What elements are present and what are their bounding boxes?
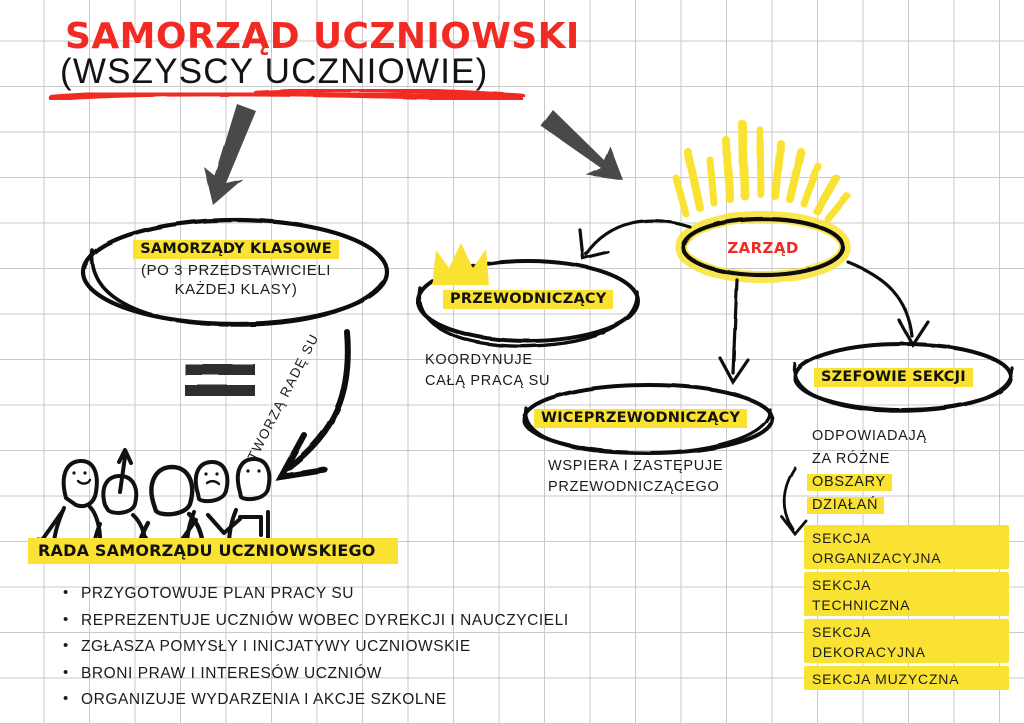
- chairman-label-text: PRZEWODNICZĄCY: [443, 290, 614, 309]
- vice-chairman-caption-line2: PRZEWODNICZĄCEGO: [548, 479, 720, 495]
- connector-label-forms-council: TWORZĄ RADĘ SU: [244, 331, 322, 463]
- section-3-line1: SEKCJA MUZYCZNA: [812, 671, 960, 687]
- chairman-caption-line2: CAŁĄ PRACĄ SU: [425, 373, 551, 389]
- list-item[interactable]: SEKCJA MUZYCZNA: [804, 666, 1012, 690]
- node-section-heads[interactable]: SZEFOWIE SEKCJI: [814, 366, 973, 387]
- class-councils-sub2: KAŻDEJ KLASY): [174, 281, 298, 298]
- class-councils-label: SAMORZĄDY KLASOWE: [120, 238, 352, 259]
- list-item: ORGANIZUJE WYDARZENIA I AKCJE SZKOLNE: [63, 686, 569, 714]
- council-duties-list: PRZYGOTOWUJE PLAN PRACY SU REPREZENTUJE …: [63, 580, 569, 714]
- section-2-line2: DEKORACYJNA: [812, 644, 926, 660]
- section-heads-caption-line1: ODPOWIADAJĄ: [812, 428, 927, 444]
- list-item[interactable]: SEKCJA DEKORACYJNA: [804, 619, 1012, 663]
- vice-chairman-caption: WSPIERA I ZASTĘPUJE PRZEWODNICZĄCEGO: [548, 456, 723, 498]
- section-0-line1: SEKCJA: [812, 530, 872, 546]
- student-council-label-text: RADA SAMORZĄDU UCZNIOWSKIEGO: [28, 538, 398, 564]
- list-item[interactable]: SEKCJA ORGANIZACYJNA: [804, 525, 1012, 569]
- list-item[interactable]: SEKCJA TECHNICZNA: [804, 572, 1012, 616]
- sections-list: SEKCJA ORGANIZACYJNA SEKCJA TECHNICZNA S…: [804, 525, 1012, 696]
- section-heads-caption: ODPOWIADAJĄ ZA RÓŻNE OBSZARY DZIAŁAŃ: [807, 425, 927, 517]
- section-heads-label-text: SZEFOWIE SEKCJI: [814, 368, 973, 387]
- chairman-caption-line1: KOORDYNUJE: [425, 352, 533, 368]
- class-councils-sub1: (PO 3 PRZEDSTAWICIELI: [140, 262, 332, 279]
- section-heads-caption-line3: OBSZARY: [807, 474, 892, 491]
- node-chairman[interactable]: PRZEWODNICZĄCY: [443, 288, 614, 309]
- section-2-line1: SEKCJA: [812, 624, 872, 640]
- section-1-line1: SEKCJA: [812, 577, 872, 593]
- chairman-caption: KOORDYNUJE CAŁĄ PRACĄ SU: [425, 350, 550, 392]
- class-councils-label-text: SAMORZĄDY KLASOWE: [133, 240, 339, 259]
- node-vice-chairman[interactable]: WICEPRZEWODNICZĄCY: [534, 407, 748, 428]
- vice-chairman-label-text: WICEPRZEWODNICZĄCY: [534, 409, 748, 428]
- node-board[interactable]: ZARZĄD: [683, 238, 843, 257]
- section-heads-caption-line4: DZIAŁAŃ: [807, 497, 885, 514]
- node-student-council[interactable]: RADA SAMORZĄDU UCZNIOWSKIEGO: [28, 538, 398, 564]
- list-item: ZGŁASZA POMYSŁY I INICJATYWY UCZNIOWSKIE: [63, 633, 569, 661]
- vice-chairman-caption-line1: WSPIERA I ZASTĘPUJE: [548, 458, 724, 474]
- section-1-line2: TECHNICZNA: [812, 597, 911, 613]
- list-item: BRONI PRAW I INTERESÓW UCZNIÓW: [63, 660, 569, 688]
- list-item: PRZYGOTOWUJE PLAN PRACY SU: [63, 580, 569, 608]
- section-0-line2: ORGANIZACYJNA: [812, 550, 942, 566]
- list-item: REPREZENTUJE UCZNIÓW WOBEC DYREKCJI I NA…: [63, 607, 569, 635]
- section-heads-caption-line2: ZA RÓŻNE: [812, 451, 891, 467]
- page-title-line1: SAMORZĄD UCZNIOWSKI: [65, 16, 580, 57]
- node-class-councils[interactable]: SAMORZĄDY KLASOWE (PO 3 PRZEDSTAWICIELI …: [120, 238, 352, 299]
- page-title-line2: (WSZYSCY UCZNIOWIE): [60, 52, 489, 91]
- board-label-text: ZARZĄD: [727, 239, 799, 257]
